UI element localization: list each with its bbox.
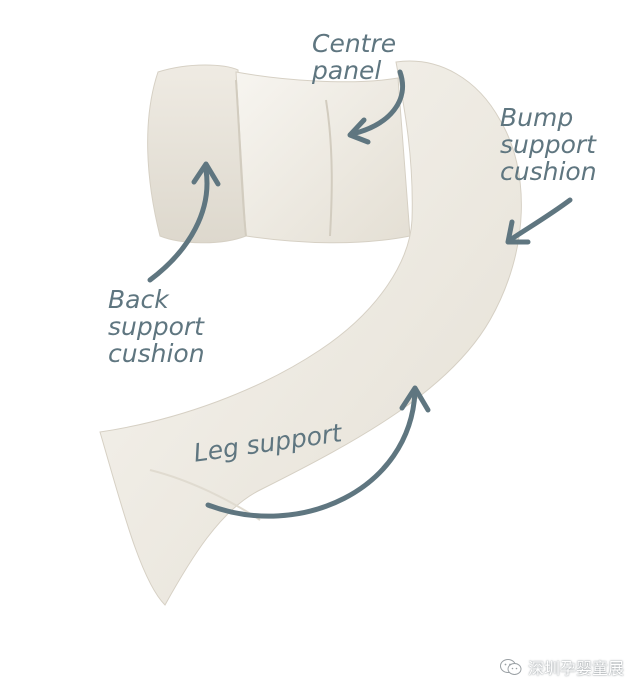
centre-panel-arrow <box>349 69 406 137</box>
bump-support-arrowhead <box>505 219 531 245</box>
centre-panel-label-line: panel <box>312 56 382 85</box>
back-support-label-line: Back <box>108 285 169 314</box>
leg-support-arrowhead <box>399 385 431 413</box>
back-support-arrow <box>147 167 210 283</box>
back-support-label-line: support <box>108 312 204 341</box>
back-support-arrowhead <box>191 161 221 187</box>
bump-and-leg-support-shape <box>99 60 522 606</box>
centre-panel-arrowhead <box>347 117 371 145</box>
wechat-icon <box>499 659 522 675</box>
watermark: 深圳孕婴童展 <box>499 655 624 679</box>
centre-panel-label: Centre panel <box>312 30 396 84</box>
centre-panel-shape <box>235 71 411 244</box>
pillow-seam <box>235 79 247 237</box>
bump-support-label-line: Bump <box>500 103 574 132</box>
back-support-cushion-shape <box>147 64 247 244</box>
leg-support-arrow <box>205 389 418 519</box>
watermark-text: 深圳孕婴童展 <box>527 659 624 678</box>
bump-support-label-line: cushion <box>500 157 597 186</box>
back-support-label-line: cushion <box>108 339 205 368</box>
bump-support-label-line: support <box>500 130 596 159</box>
pregnancy-pillow <box>99 60 522 606</box>
back-support-label: Back support cushion <box>108 286 205 367</box>
bump-support-label: Bump support cushion <box>500 104 597 185</box>
bump-support-arrow <box>507 197 573 243</box>
centre-panel-label-line: Centre <box>312 29 397 58</box>
pillow-seam <box>325 99 333 237</box>
